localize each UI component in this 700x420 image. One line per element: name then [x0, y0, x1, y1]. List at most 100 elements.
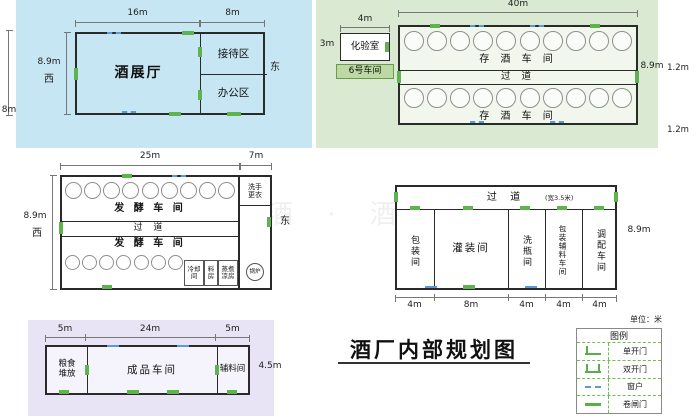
tank-circle [588, 88, 609, 108]
dim-grain-label: 5m [57, 324, 73, 334]
fermentation-dim-left-label: 8.9m [23, 211, 47, 221]
wall [397, 209, 615, 210]
tank-circle [427, 31, 448, 51]
room-finished-products: 成品车间 [127, 363, 177, 376]
exhibition-hall-plan: 酒展厅 接待区 办公区 [74, 31, 267, 116]
dimension-tick [85, 334, 86, 341]
tank-circle [588, 31, 609, 51]
fermentation-workshop-plan: 发 酵 车 间 过 道 发 酵 车 间 冷却间 料房 蒸煮凉房 [59, 174, 240, 290]
roller-door-icon [577, 396, 609, 413]
wine-storage-workshop-plan: 存 酒 车 间 过 道 存 酒 车 间 [397, 24, 639, 125]
tank-circle [160, 181, 178, 199]
room-wine-exhibition-hall: 酒展厅 [114, 65, 163, 82]
west-label: 西 [44, 74, 54, 85]
double-door-icon [577, 360, 609, 378]
tank-circle [565, 88, 586, 108]
door-icon [410, 206, 420, 210]
door-icon [557, 206, 567, 210]
tank-circle [141, 181, 159, 199]
room-material: 料房 [204, 260, 218, 286]
dimension-tick [545, 294, 546, 301]
dimension-line [200, 20, 265, 27]
door-icon [520, 206, 530, 210]
room-fermentation-top: 发 酵 车 间 [114, 202, 186, 214]
door-icon [385, 42, 389, 52]
legend-row: 卷闸门 [577, 395, 661, 413]
boiler-circle: 锅炉 [246, 263, 264, 281]
room-fermentation-bottom: 发 酵 车 间 [114, 238, 186, 250]
legend-header: 图例 [577, 329, 661, 343]
dim-40m-label: 40m [507, 0, 529, 9]
lab-dim-top-label: 4m [357, 14, 373, 24]
tank-circle [65, 254, 80, 270]
workshop-6-label: 6号车间 [336, 64, 394, 79]
legend-label-window: 窗户 [627, 382, 643, 392]
fermentation-tank-row-top [65, 180, 235, 200]
door-icon [614, 192, 618, 202]
door-icon [397, 71, 401, 83]
wall [62, 236, 238, 237]
tank-circle [198, 181, 216, 199]
west-label: 西 [32, 228, 42, 239]
tank-circle [65, 181, 82, 199]
window-icon [425, 286, 437, 288]
dim-finished-label: 24m [139, 324, 161, 334]
door-icon [594, 206, 604, 210]
door-icon [227, 390, 237, 394]
wall [434, 209, 435, 288]
tank-circle [167, 254, 183, 270]
dimension-line [45, 335, 250, 342]
packing-filling-plan: 过 道 (宽3.5米) 包装间 灌装间 洗瓶间 包装辅料车间 调配车间 [394, 185, 618, 290]
fermentation-tank-row-bottom [65, 253, 183, 271]
dim-left-label: 8.9m [37, 57, 61, 67]
dim-16m-label: 16m [127, 8, 148, 18]
door-icon [182, 31, 194, 35]
tank-circle [473, 31, 494, 51]
door-icon [463, 285, 475, 289]
finished-dim-right-label: 4.5m [258, 361, 282, 371]
legend-row: 双开门 [577, 359, 661, 378]
dim-room1-label: 4m [407, 300, 422, 310]
tank-circle [611, 31, 632, 51]
door-icon [167, 390, 179, 394]
finished-goods-plan: 粮食 堆放 成品车间 辅料间 [45, 345, 250, 395]
side-rooms-column: 洗手 更衣 锅炉 [238, 175, 272, 290]
window-icon [177, 345, 189, 347]
door-icon [127, 390, 139, 394]
aisle-label: 过 道 [486, 192, 526, 204]
room-reception-area: 接待区 [217, 47, 250, 60]
door-icon [59, 222, 63, 234]
wall [400, 70, 636, 71]
tank-circle [179, 181, 197, 199]
aisle-label: 过 道 [500, 70, 536, 82]
dim-room3-label: 4m [519, 300, 534, 310]
dimension-line [60, 163, 240, 170]
dim-25m-label: 25m [139, 151, 161, 161]
aisle-width-note: (宽3.5米) [545, 194, 574, 202]
lab-dim-left-label: 3m [319, 39, 335, 49]
dimension-line [64, 32, 71, 115]
room-bottle-washing: 洗瓶间 [521, 234, 531, 268]
tank-circle [542, 31, 563, 51]
tank-circle [496, 31, 517, 51]
window-icon [470, 121, 484, 123]
tank-circle [404, 31, 424, 51]
single-door-icon [577, 343, 609, 360]
window-symbol-icon [577, 378, 609, 396]
legend-label-double-door: 双开门 [623, 364, 647, 374]
room-office-area: 办公区 [217, 87, 250, 100]
dim-far-left-label: 8m [1, 105, 17, 115]
wall [400, 84, 636, 85]
room-packing-materials: 包装辅料车间 [558, 224, 567, 276]
tank-circle [116, 254, 132, 270]
tank-circle [611, 88, 632, 108]
dimension-line [395, 295, 617, 302]
room-storage-workshop-bottom: 存 酒 车 间 [479, 110, 557, 122]
tank-circle [473, 88, 494, 108]
tank-circle [84, 181, 102, 199]
door-icon [59, 390, 69, 394]
room-steaming: 蒸煮凉房 [218, 260, 238, 286]
room-laboratory: 化验室 [350, 40, 380, 52]
door-icon [430, 24, 440, 28]
room-auxiliary-materials: 辅料间 [219, 364, 246, 375]
